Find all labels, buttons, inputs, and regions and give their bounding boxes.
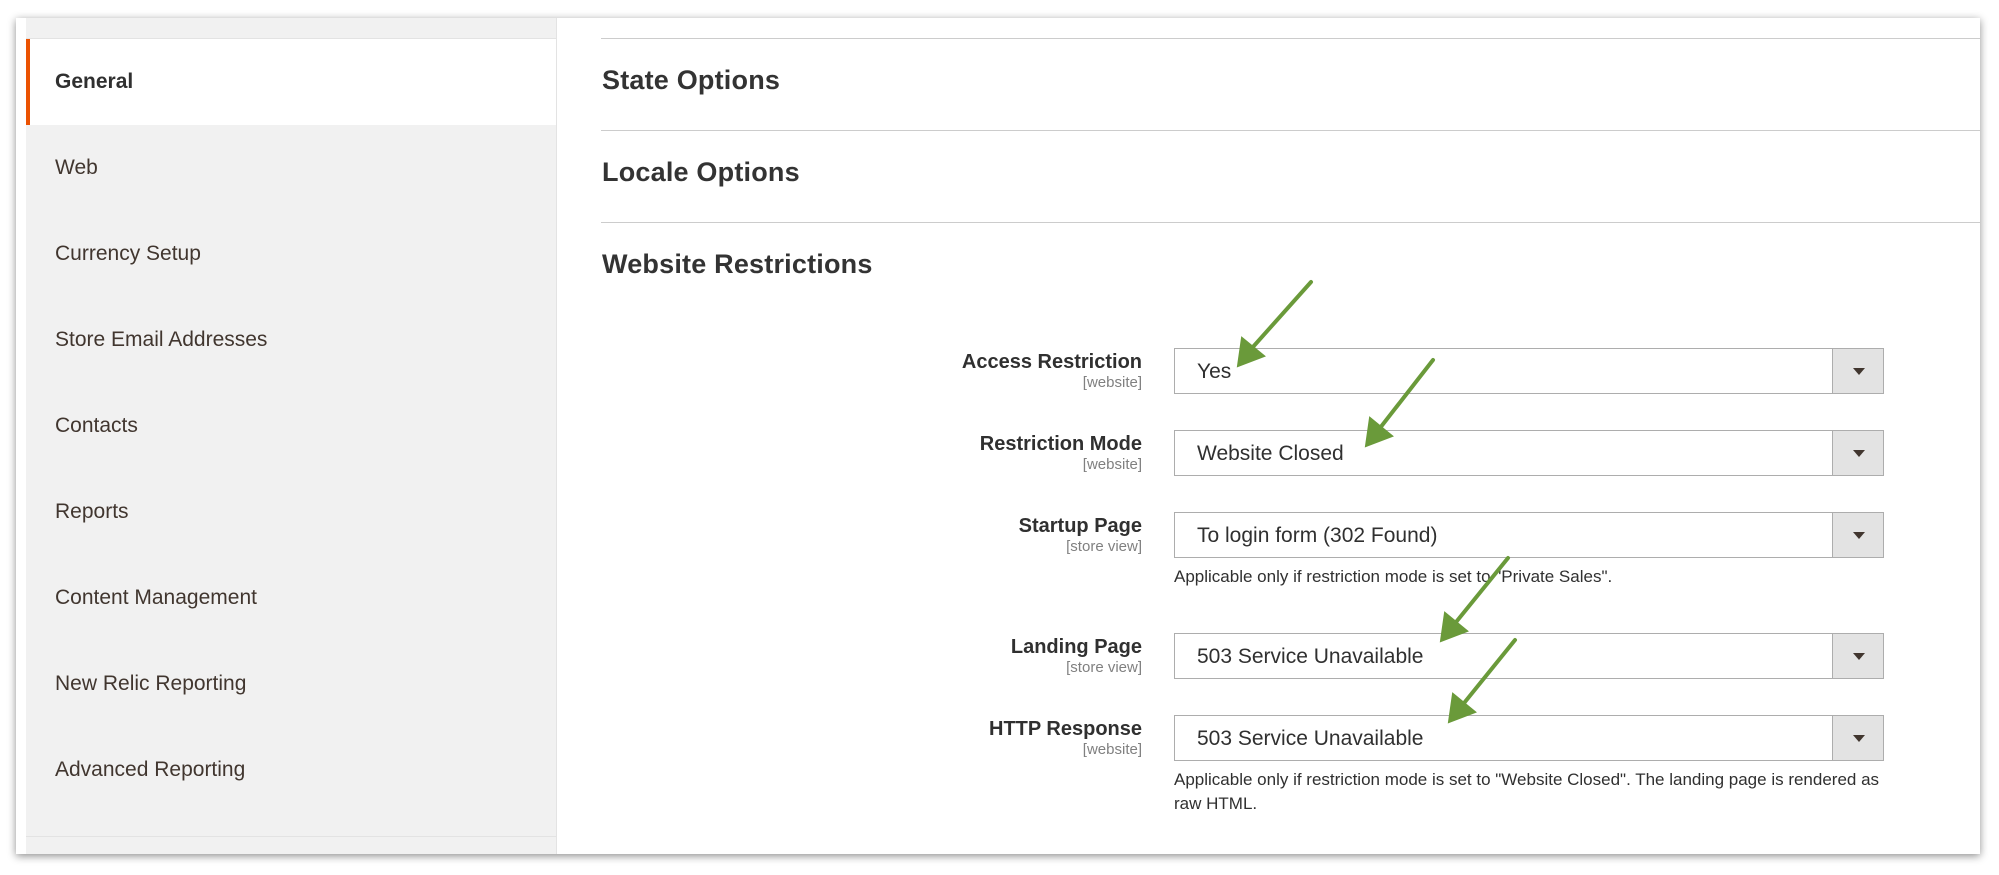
field-label-access-restriction: Access Restriction [website] [742,350,1142,392]
section-state-options[interactable]: State Options [601,38,1980,131]
label-startup-page: Startup Page [1018,515,1142,537]
chevron-down-icon [1853,450,1865,457]
sidebar-item-general[interactable]: General [26,39,556,125]
sidebar-item-store-email-addresses[interactable]: Store Email Addresses [55,328,268,351]
section-website-restrictions: Website Restrictions [601,222,1980,854]
sidebar-item-reports[interactable]: Reports [55,500,129,523]
field-startup-page: Startup Page [store view] To login form … [601,512,1980,602]
config-main: State Options Locale Options Website Res… [601,18,1980,854]
startup-page-select[interactable]: To login form (302 Found) [1174,512,1884,558]
access-restriction-select[interactable]: Yes [1174,348,1884,394]
chevron-down-icon [1853,735,1865,742]
access-restriction-value: Yes [1197,360,1232,383]
section-title-website-restrictions[interactable]: Website Restrictions [602,249,873,279]
access-restriction-dropdown-button[interactable] [1832,349,1883,393]
scope-access-restriction: [website] [1082,374,1142,391]
config-sidebar: General Web Currency Setup Store Email A… [26,18,557,854]
scope-landing-page: [store view] [1066,659,1142,676]
scope-http-response: [website] [1082,741,1142,758]
section-locale-options[interactable]: Locale Options [601,130,1980,223]
field-label-landing-page: Landing Page [store view] [742,635,1142,677]
field-access-restriction: Access Restriction [website] Yes [601,348,1980,408]
chevron-down-icon [1853,653,1865,660]
field-landing-page: Landing Page [store view] 503 Service Un… [601,633,1980,693]
sidebar-item-advanced-reporting[interactable]: Advanced Reporting [55,758,246,781]
section-title-state-options[interactable]: State Options [602,65,781,95]
startup-page-dropdown-button[interactable] [1832,513,1883,557]
label-landing-page: Landing Page [1010,636,1142,658]
landing-page-select[interactable]: 503 Service Unavailable [1174,633,1884,679]
restriction-mode-dropdown-button[interactable] [1832,431,1883,475]
label-access-restriction: Access Restriction [961,351,1142,373]
restriction-mode-value: Website Closed [1197,442,1344,465]
field-http-response: HTTP Response [website] 503 Service Unav… [601,715,1980,835]
field-label-restriction-mode: Restriction Mode [website] [742,432,1142,474]
chevron-down-icon [1853,532,1865,539]
field-label-http-response: HTTP Response [website] [742,717,1142,759]
section-title-locale-options[interactable]: Locale Options [602,157,800,187]
sidebar-item-content-management[interactable]: Content Management [55,586,257,609]
landing-page-dropdown-button[interactable] [1832,634,1883,678]
sidebar-item-contacts[interactable]: Contacts [55,414,138,437]
sidebar-bottom-divider [26,836,556,837]
http-response-dropdown-button[interactable] [1832,716,1883,760]
sidebar-item-currency-setup[interactable]: Currency Setup [55,242,201,265]
http-response-select[interactable]: 503 Service Unavailable [1174,715,1884,761]
startup-page-note: Applicable only if restriction mode is s… [1174,567,1613,586]
field-label-startup-page: Startup Page [store view] [742,514,1142,556]
startup-page-value: To login form (302 Found) [1197,524,1438,547]
sidebar-item-web[interactable]: Web [55,156,98,179]
http-response-note: Applicable only if restriction mode is s… [1174,770,1880,813]
sidebar-item-new-relic-reporting[interactable]: New Relic Reporting [55,672,247,695]
field-restriction-mode: Restriction Mode [website] Website Close… [601,430,1980,490]
label-restriction-mode: Restriction Mode [979,433,1142,455]
restriction-mode-select[interactable]: Website Closed [1174,430,1884,476]
http-response-value: 503 Service Unavailable [1197,727,1424,750]
scope-restriction-mode: [website] [1082,456,1142,473]
scope-startup-page: [store view] [1066,538,1142,555]
chevron-down-icon [1853,368,1865,375]
label-http-response: HTTP Response [989,718,1142,740]
screenshot-frame: General Web Currency Setup Store Email A… [16,18,1980,854]
landing-page-value: 503 Service Unavailable [1197,645,1424,668]
sidebar-top-divider [26,18,556,39]
